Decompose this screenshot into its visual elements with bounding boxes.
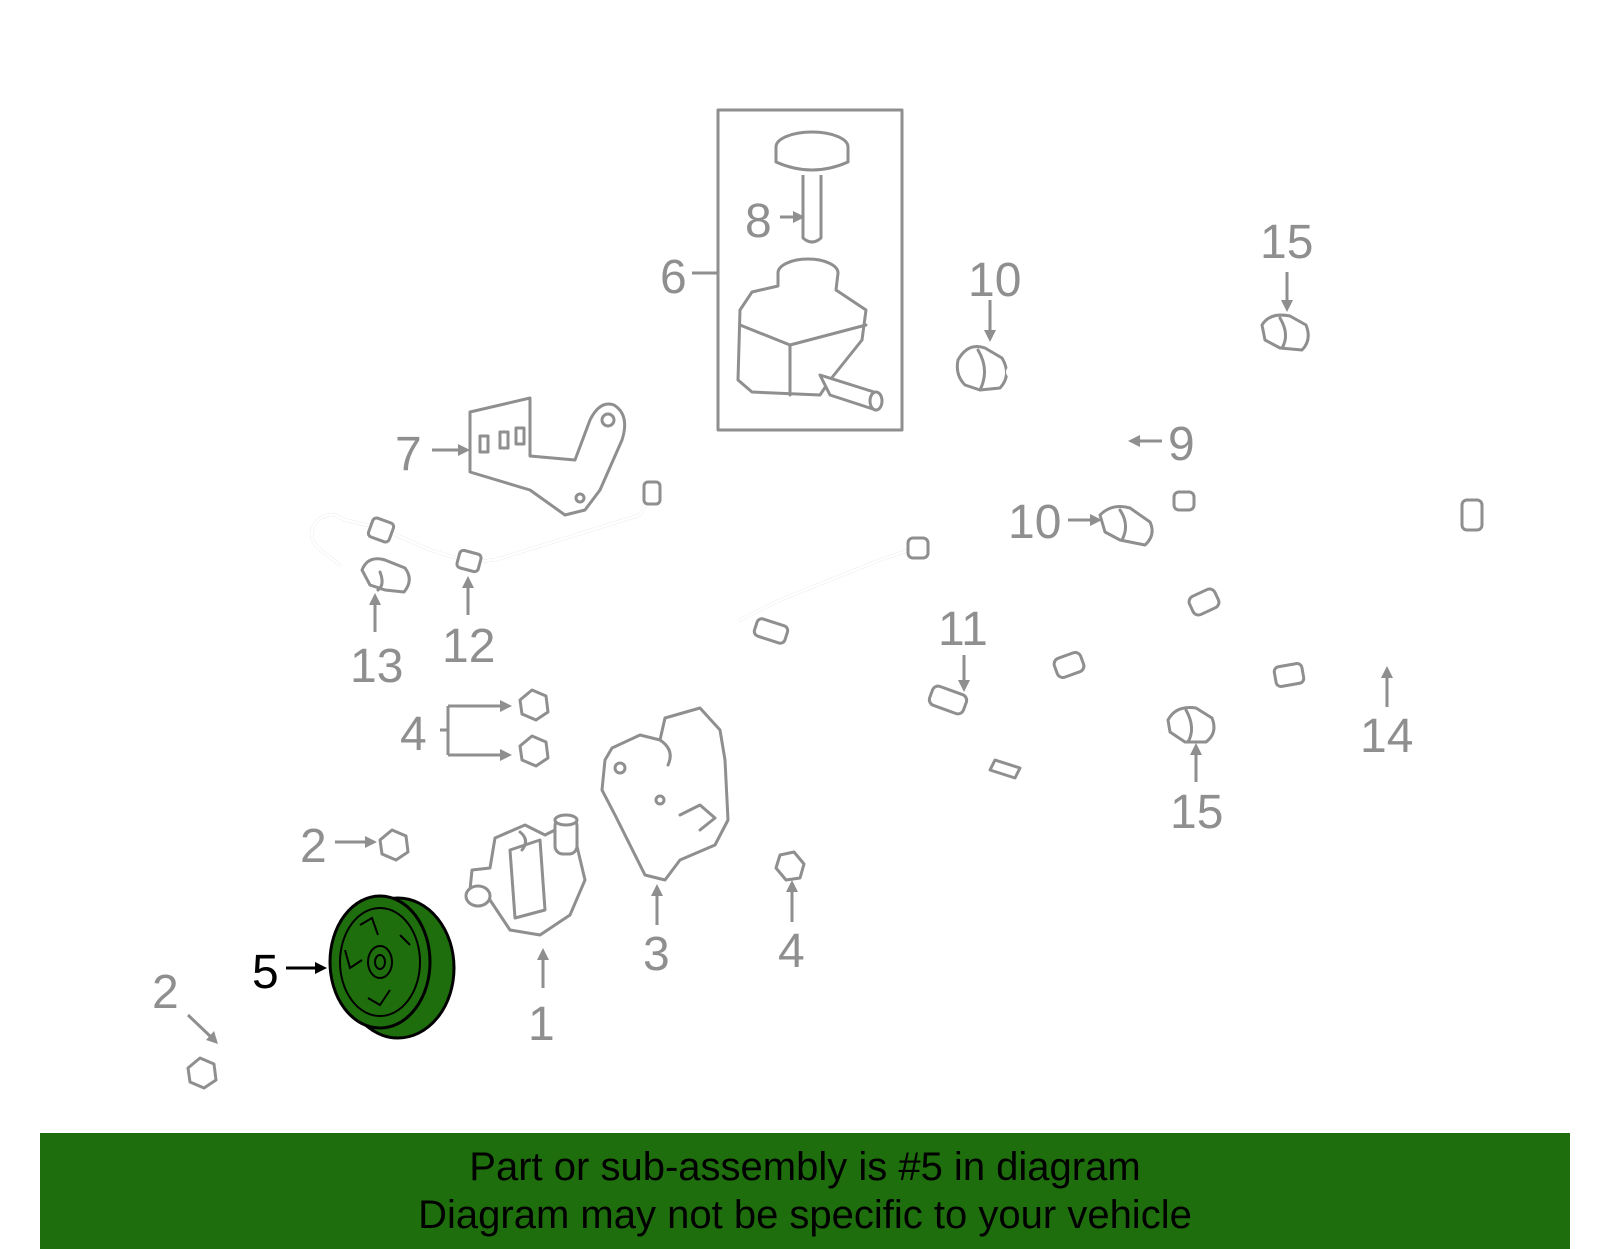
cooler-hose[interactable] bbox=[1243, 343, 1484, 744]
callout-9: 9 bbox=[1168, 418, 1195, 471]
banner-line-part: Part or sub-assembly is #5 in diagram bbox=[469, 1145, 1141, 1189]
callout-2-upper: 2 bbox=[300, 820, 327, 873]
clamp-10-upper[interactable] bbox=[955, 345, 1008, 392]
callout-1: 1 bbox=[528, 998, 555, 1051]
callout-13: 13 bbox=[350, 640, 403, 693]
bolt-4-middle[interactable] bbox=[518, 720, 582, 768]
power-steering-pump[interactable] bbox=[464, 813, 587, 937]
pressure-line[interactable] bbox=[310, 480, 662, 574]
callout-10-lower: 10 bbox=[1008, 496, 1061, 549]
callout-4-left: 4 bbox=[400, 708, 427, 761]
callout-2-lower: 2 bbox=[152, 966, 179, 1019]
callout-15-upper: 15 bbox=[1260, 216, 1313, 269]
bolt-4-right[interactable] bbox=[748, 823, 806, 882]
pump-bracket[interactable] bbox=[600, 706, 730, 882]
return-hose[interactable] bbox=[1006, 366, 1118, 496]
reservoir-assembly[interactable] bbox=[716, 108, 904, 432]
callout-5-highlighted: 5 bbox=[252, 946, 279, 999]
hose-assembly[interactable] bbox=[738, 490, 1237, 780]
callout-12: 12 bbox=[442, 620, 495, 673]
bracket[interactable] bbox=[468, 396, 627, 517]
callout-7: 7 bbox=[395, 428, 422, 481]
callout-4-right: 4 bbox=[778, 925, 805, 978]
callout-15-lower: 15 bbox=[1170, 786, 1223, 839]
bolt-2-upper[interactable] bbox=[378, 793, 472, 862]
reservoir-tank[interactable] bbox=[736, 257, 884, 412]
bolt-2-lower[interactable] bbox=[186, 1018, 287, 1090]
callout-14: 14 bbox=[1360, 710, 1413, 763]
info-banner: Part or sub-assembly is #5 in diagram Di… bbox=[40, 1133, 1570, 1249]
pulley-highlighted[interactable] bbox=[328, 894, 456, 1040]
callout-10-upper: 10 bbox=[968, 254, 1021, 307]
reservoir-cap[interactable] bbox=[774, 130, 850, 244]
clamp-13[interactable] bbox=[360, 557, 411, 594]
clamp-15-lower[interactable] bbox=[1166, 706, 1216, 744]
bolt-4-upper[interactable] bbox=[518, 676, 582, 722]
parts-diagram: 8 6 7 10 9 10 15 11 12 13 14 15 4 2 3 4 … bbox=[152, 108, 1484, 1090]
callout-8: 8 bbox=[745, 195, 772, 248]
clamp-15-upper[interactable] bbox=[1260, 313, 1310, 352]
callout-11: 11 bbox=[938, 603, 988, 656]
banner-line-disclaimer: Diagram may not be specific to your vehi… bbox=[418, 1193, 1192, 1237]
callout-3: 3 bbox=[643, 928, 670, 981]
callout-6: 6 bbox=[660, 251, 687, 304]
clamp-10-lower[interactable] bbox=[1098, 505, 1154, 547]
leader-lines bbox=[186, 211, 1393, 1044]
reservoir-box-outline bbox=[716, 108, 904, 432]
